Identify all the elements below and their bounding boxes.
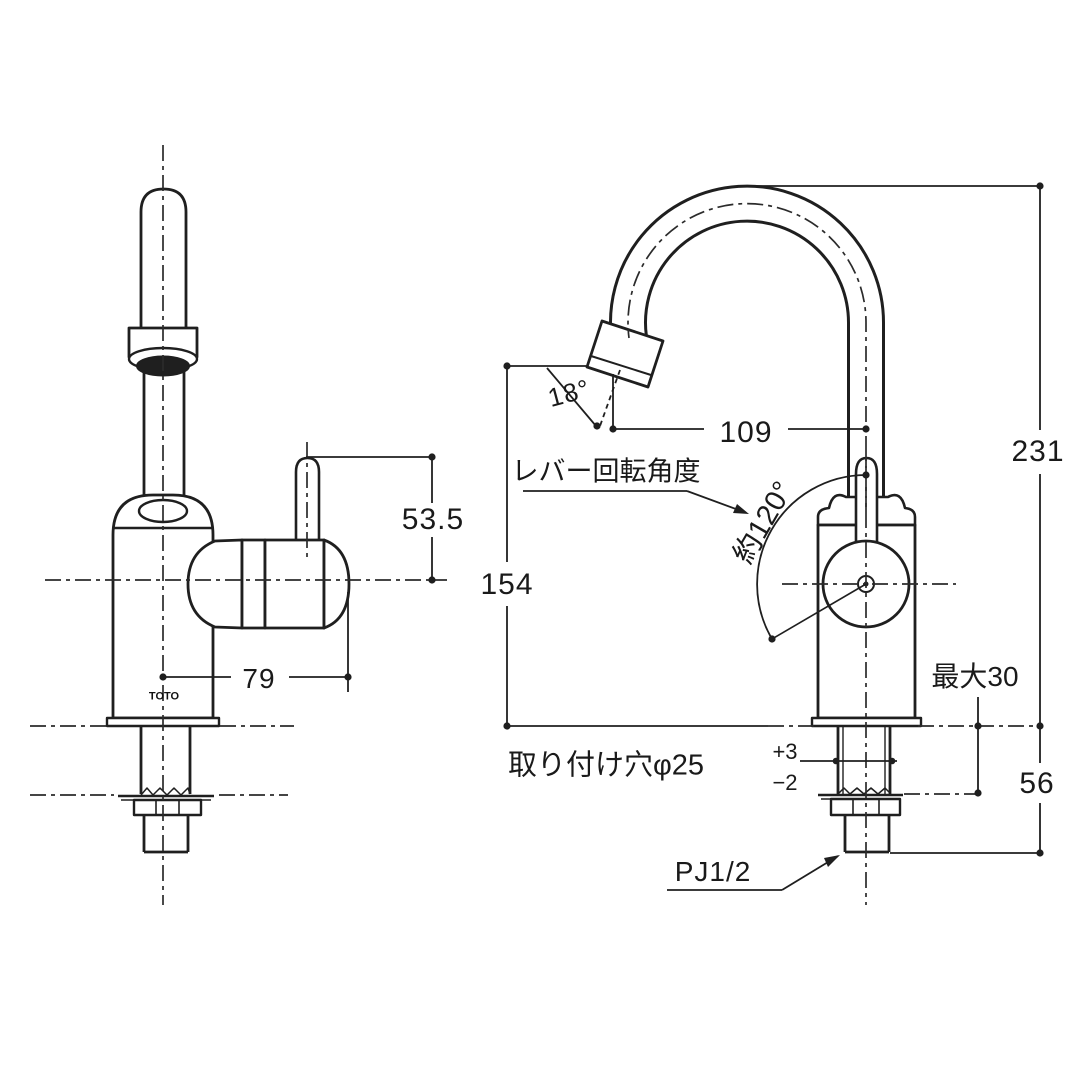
toto-logo: TOTO (148, 690, 180, 703)
dim-spout-reach: 109 (715, 418, 777, 448)
centerlines (30, 145, 1038, 905)
dim-under-counter: 56 (1015, 769, 1059, 799)
dim-center-to-cap: 79 (238, 665, 280, 693)
dim-spout-height: 154 (476, 570, 538, 600)
lever-arrowhead (733, 504, 749, 514)
pj-arrowhead (824, 855, 840, 867)
max-deck-label: 最大30 (931, 661, 1019, 692)
front-view (105, 187, 351, 854)
mounting-hole-label: 取り付け穴φ25 (507, 749, 705, 782)
tolerance-minus: −2 (772, 770, 798, 795)
dim-total-height: 231 (1007, 437, 1069, 467)
dim-lever-height: 53.5 (397, 505, 469, 535)
dimension-dots (159, 182, 1044, 867)
thread-label: PJ1/2 (674, 856, 752, 887)
dimension-lines (163, 185, 1041, 891)
lever-rotation-label: レバー回転角度 (511, 456, 701, 487)
tolerance-plus: +3 (772, 739, 798, 764)
